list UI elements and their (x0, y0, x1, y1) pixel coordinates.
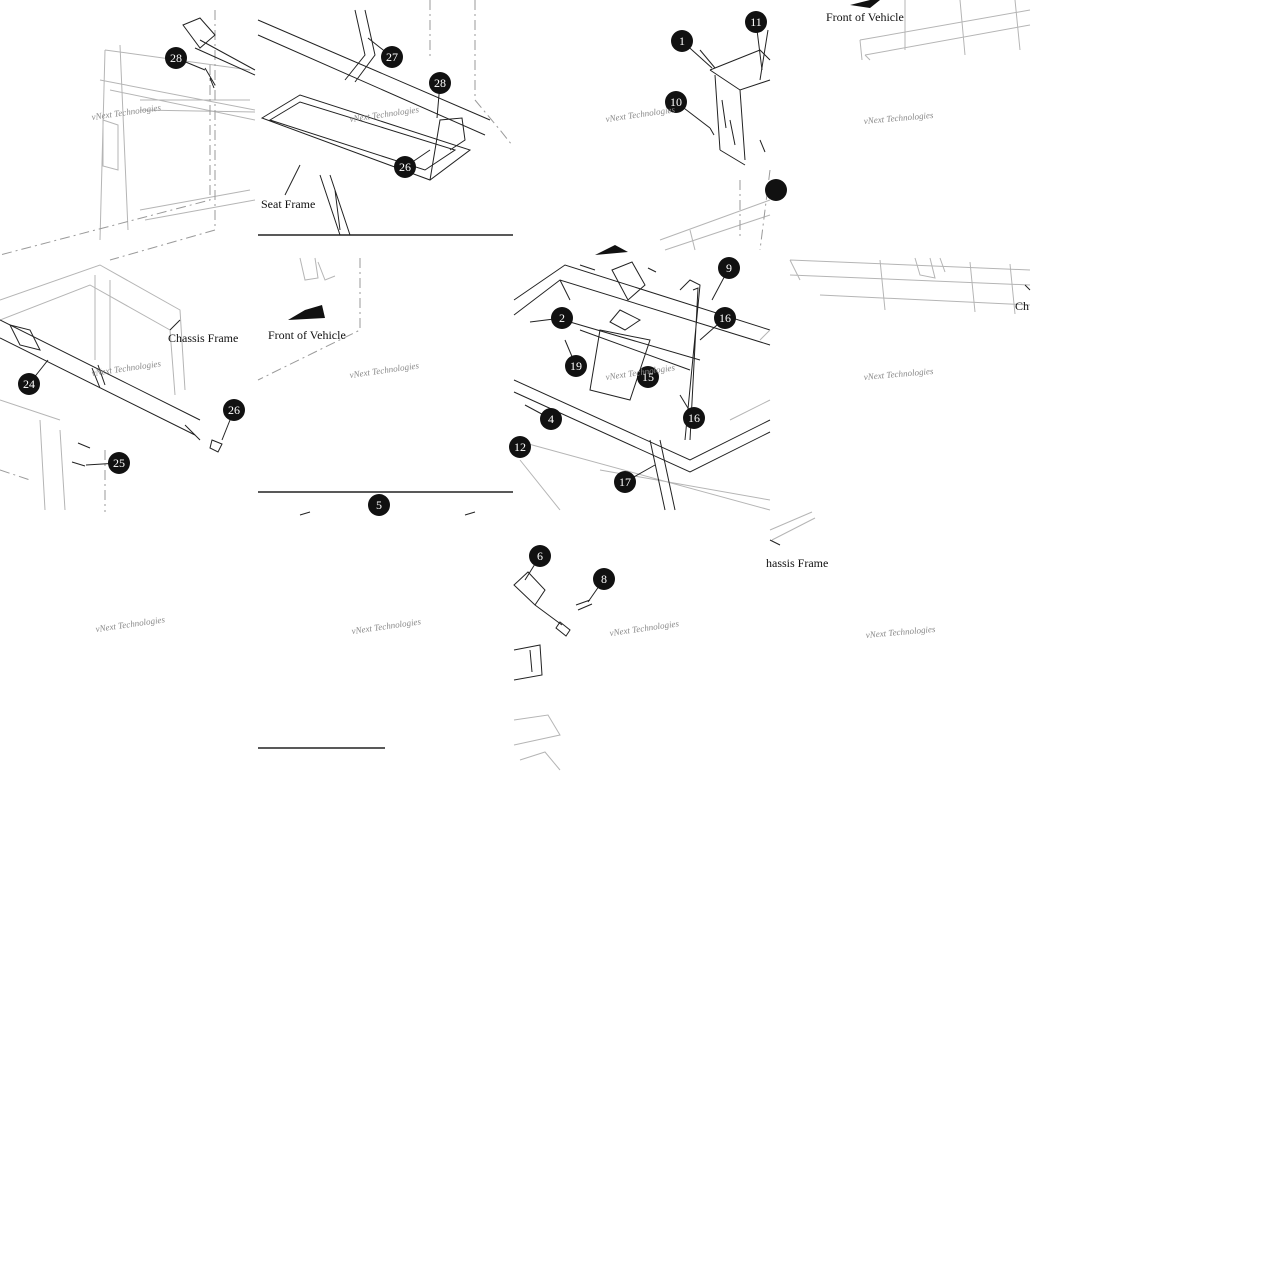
svg-text:16: 16 (688, 411, 700, 425)
callout-25-top: 27 (381, 46, 403, 68)
svg-text:11: 11 (750, 15, 762, 29)
svg-text:26: 26 (399, 160, 411, 174)
svg-text:17: 17 (619, 475, 631, 489)
watermark: vNext Technologies (91, 358, 162, 378)
svg-text:16: 16 (719, 311, 731, 325)
callout-5: 5 (368, 494, 390, 516)
tile-seat-frame-detail (513, 245, 771, 511)
svg-text:24: 24 (23, 377, 35, 391)
label-chassis-frame-left: Chassis Frame (168, 331, 238, 345)
callout-11: 11 (745, 11, 767, 33)
svg-text:2: 2 (559, 311, 565, 325)
callout-6: 6 (529, 545, 551, 567)
svg-text:12: 12 (514, 440, 526, 454)
watermark: vNext Technologies (605, 104, 676, 124)
callout-8: 8 (593, 568, 615, 590)
tile-seat-frame: Seat Frame (257, 0, 513, 236)
label-chassis-frame-partial: hassis Frame (766, 556, 828, 570)
callout-15: 15 (637, 366, 659, 388)
svg-text:28: 28 (434, 76, 446, 90)
watermark: vNext Technologies (863, 110, 934, 126)
watermark: vNext Technologies (91, 102, 162, 122)
watermark: vNext Technologies (349, 104, 420, 124)
svg-text:5: 5 (376, 498, 382, 512)
label-front-of-vehicle-tr: Front of Vehicle (826, 10, 904, 24)
svg-text:4: 4 (548, 412, 554, 426)
svg-text:8: 8 (601, 572, 607, 586)
watermark: vNext Technologies (95, 614, 166, 634)
callout-4: 4 (540, 408, 562, 430)
svg-text:10: 10 (670, 95, 682, 109)
svg-text:vNext Technologies: vNext Technologies (349, 104, 420, 124)
callout-12: 12 (509, 436, 531, 458)
tile-front-of-vehicle-mid: Front of Vehicle (257, 257, 513, 493)
callout-9: 9 (718, 257, 740, 279)
tile-bottom-parts: hassis Frame (258, 511, 828, 771)
label-seat-frame: Seat Frame (261, 197, 315, 211)
svg-text:vNext Technologies: vNext Technologies (605, 104, 676, 124)
svg-text:26: 26 (228, 403, 240, 417)
svg-text:15: 15 (642, 370, 654, 384)
watermark: vNext Technologies (863, 366, 934, 382)
svg-text:vNext Technologies: vNext Technologies (865, 624, 936, 640)
callout-1: 1 (671, 30, 693, 52)
callout-markers: 28 27 28 26 1 11 10 9 16 2 19 15 4 16 12… (18, 11, 787, 590)
callout-2: 2 (551, 307, 573, 329)
tile-chassis-frame-left: Chassis Frame (0, 264, 238, 512)
callout-26-mid: 26 (394, 156, 416, 178)
callout-17: 17 (614, 471, 636, 493)
svg-text:28: 28 (170, 51, 182, 65)
callout-16-upper: 16 (714, 307, 736, 329)
callout-partial-right (765, 179, 787, 201)
callout-25-bottom: 25 (108, 452, 130, 474)
callout-26-top: 28 (165, 47, 187, 69)
tile-front-frame (659, 29, 771, 251)
svg-text:vNext Technologies: vNext Technologies (95, 614, 166, 634)
tile-frame-rear-view (0, 10, 256, 261)
svg-text:6: 6 (537, 549, 543, 563)
svg-text:vNext Technologies: vNext Technologies (609, 618, 680, 638)
callout-28: 28 (429, 72, 451, 94)
svg-text:vNext Technologies: vNext Technologies (91, 358, 162, 378)
svg-text:1: 1 (679, 34, 685, 48)
watermark: vNext Technologies (349, 360, 420, 380)
svg-text:9: 9 (726, 261, 732, 275)
callout-10: 10 (665, 91, 687, 113)
watermark: vNext Technologies (609, 618, 680, 638)
label-front-of-vehicle-mid: Front of Vehicle (268, 328, 346, 342)
svg-text:vNext Technologies: vNext Technologies (351, 616, 422, 636)
watermark: vNext Technologies (865, 624, 936, 640)
label-chassis-frame-cut: Ch (1015, 299, 1029, 313)
svg-text:vNext Technologies: vNext Technologies (863, 366, 934, 382)
svg-text:27: 27 (386, 50, 398, 64)
svg-text:19: 19 (570, 359, 582, 373)
tile-front-of-vehicle: Front of Vehicle (826, 0, 1031, 61)
svg-text:vNext Technologies: vNext Technologies (349, 360, 420, 380)
callout-16-lower: 16 (683, 407, 705, 429)
svg-text:vNext Technologies: vNext Technologies (91, 102, 162, 122)
svg-text:vNext Technologies: vNext Technologies (863, 110, 934, 126)
callout-24: 24 (18, 373, 40, 395)
tile-chassis-frame-right: Ch (789, 257, 1031, 315)
callout-19: 19 (565, 355, 587, 377)
callout-27: 26 (223, 399, 245, 421)
watermark: vNext Technologies (351, 616, 422, 636)
svg-text:25: 25 (113, 456, 125, 470)
